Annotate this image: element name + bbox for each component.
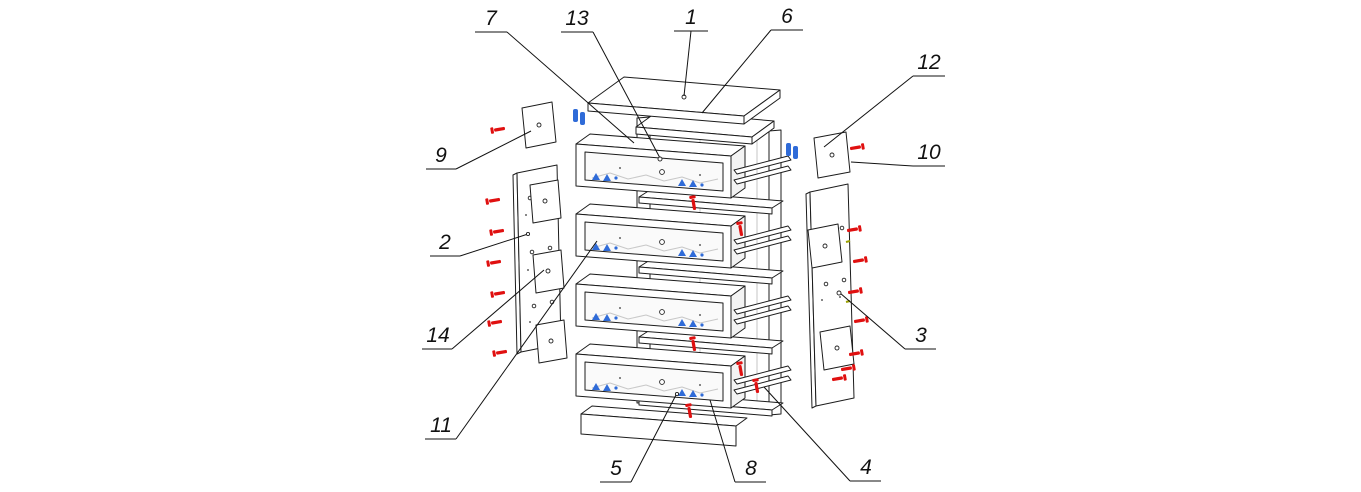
part-number-5: 5 <box>610 457 622 480</box>
left-cover-plates <box>521 101 568 364</box>
drawer-slide-rails <box>733 155 792 185</box>
part-number-1: 1 <box>685 6 697 29</box>
drawer-4 <box>575 343 792 409</box>
callout-10: 10 <box>850 141 945 167</box>
callout-11: 11 <box>425 240 598 440</box>
part-number-11: 11 <box>430 414 452 437</box>
part-number-4: 4 <box>860 456 872 479</box>
drawer-slide-rails <box>733 295 792 325</box>
callout-14: 14 <box>422 269 545 350</box>
drawer-handle-hardware <box>592 173 704 187</box>
callout-3: 3 <box>836 290 936 350</box>
part-number-9: 9 <box>435 144 447 167</box>
part-number-10: 10 <box>917 141 941 164</box>
top-panel <box>587 76 781 125</box>
drawer-handle-hardware <box>592 243 704 257</box>
handle-hardware <box>573 109 798 159</box>
callouts: 1 6 7 13 12 9 10 2 <box>422 5 945 483</box>
part-number-2: 2 <box>438 231 451 254</box>
drawer-1 <box>575 133 792 199</box>
part-number-7: 7 <box>485 7 498 30</box>
callout-9: 9 <box>426 130 532 170</box>
part-number-13: 13 <box>565 7 589 30</box>
part-number-12: 12 <box>917 51 941 74</box>
callout-4: 4 <box>763 386 881 482</box>
callout-13: 13 <box>561 7 663 162</box>
callout-2: 2 <box>430 231 531 257</box>
part-number-3: 3 <box>915 324 927 347</box>
callout-7: 7 <box>475 7 635 144</box>
drawer-handle-hardware <box>592 383 704 397</box>
right-cover-plates <box>807 131 855 371</box>
callout-1: 1 <box>674 6 708 97</box>
drawer-slide-rails <box>733 225 792 255</box>
callout-6: 6 <box>701 5 803 114</box>
callout-12: 12 <box>823 51 945 148</box>
callout-5: 5 <box>600 391 680 483</box>
part-number-6: 6 <box>781 5 793 28</box>
plinth-board <box>580 405 748 447</box>
drawer-3 <box>575 273 792 339</box>
frame-rail <box>638 259 784 285</box>
right-side-panel <box>805 183 855 409</box>
part-number-8: 8 <box>745 457 757 480</box>
frame-rail <box>638 329 784 355</box>
drawer-slide-rails <box>733 365 792 395</box>
part-number-14: 14 <box>426 324 449 347</box>
frame-rail <box>638 189 784 215</box>
callout-8: 8 <box>709 399 766 483</box>
drawer-handle-hardware <box>592 313 704 327</box>
